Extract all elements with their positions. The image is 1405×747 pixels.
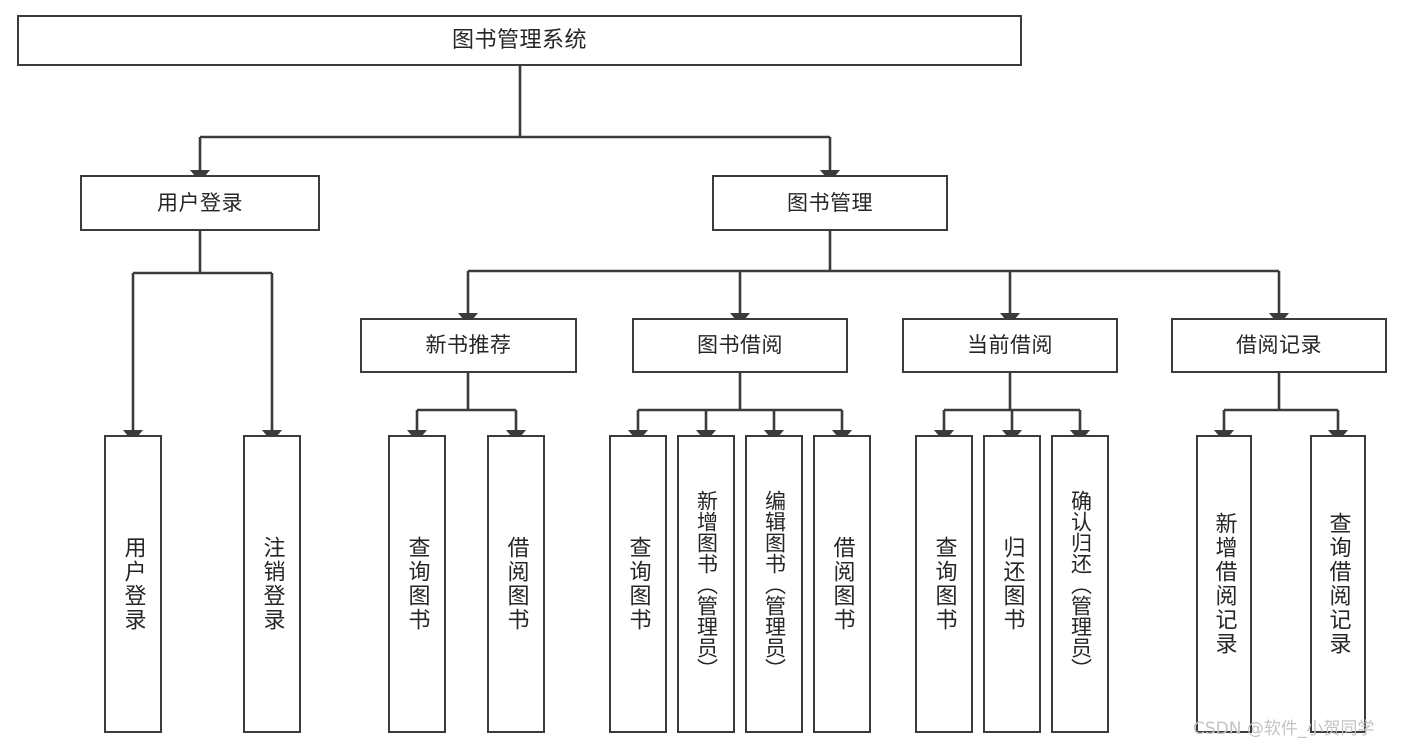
node-label: 查询图书 xyxy=(931,536,957,632)
node-leaf-add_record[interactable]: 新增借阅记录 xyxy=(1196,435,1252,733)
node-label: 当前借阅 xyxy=(967,333,1053,358)
node-label: 借阅图书 xyxy=(829,536,855,632)
node-label: 注销登录 xyxy=(259,536,285,632)
node-label: 图书管理 xyxy=(787,190,873,215)
node-label: 新书推荐 xyxy=(425,333,512,358)
node-label: 新增借阅记录 xyxy=(1211,512,1237,656)
node-leaf-query_record[interactable]: 查询借阅记录 xyxy=(1310,435,1366,733)
node-label: 查询图书 xyxy=(404,536,430,632)
node-leaf-rec_query_book[interactable]: 查询图书 xyxy=(388,435,446,733)
node-label: 图书管理系统 xyxy=(451,27,587,53)
node-label: 借阅图书 xyxy=(503,536,529,632)
node-leaf-edit_book_admin[interactable]: 编辑图书（管理员） xyxy=(745,435,803,733)
node-l1-book_manage[interactable]: 图书管理 xyxy=(712,175,948,231)
node-label: 图书借阅 xyxy=(697,333,783,358)
node-leaf-borrow_query_book[interactable]: 查询图书 xyxy=(609,435,667,733)
node-label: 归还图书 xyxy=(999,536,1025,632)
node-leaf-logout_user[interactable]: 注销登录 xyxy=(243,435,301,733)
node-leaf-borrow_book[interactable]: 借阅图书 xyxy=(813,435,871,733)
node-l2-current_borrow[interactable]: 当前借阅 xyxy=(902,318,1118,373)
node-label: 用户登录 xyxy=(120,536,146,632)
node-label: 查询借阅记录 xyxy=(1325,512,1351,656)
node-label: 用户登录 xyxy=(157,190,243,215)
node-leaf-cur_query_book[interactable]: 查询图书 xyxy=(915,435,973,733)
node-leaf-confirm_return[interactable]: 确认归还（管理员） xyxy=(1051,435,1109,733)
node-leaf-login_user[interactable]: 用户登录 xyxy=(104,435,162,733)
node-label: 借阅记录 xyxy=(1236,333,1322,358)
node-l2-book_borrow[interactable]: 图书借阅 xyxy=(632,318,848,373)
node-label: 查询图书 xyxy=(625,536,651,632)
node-root-root[interactable]: 图书管理系统 xyxy=(17,15,1022,66)
node-l1-user_login[interactable]: 用户登录 xyxy=(80,175,320,231)
node-l2-new_book_rec[interactable]: 新书推荐 xyxy=(360,318,577,373)
node-label: 新增图书（管理员） xyxy=(694,489,719,679)
node-l2-borrow_record[interactable]: 借阅记录 xyxy=(1171,318,1387,373)
node-leaf-rec_borrow_book[interactable]: 借阅图书 xyxy=(487,435,545,733)
node-leaf-add_book_admin[interactable]: 新增图书（管理员） xyxy=(677,435,735,733)
node-leaf-return_book[interactable]: 归还图书 xyxy=(983,435,1041,733)
csdn-watermark: CSDN @软件_小贺同学 xyxy=(1193,719,1375,739)
node-label: 编辑图书（管理员） xyxy=(762,489,787,679)
node-label: 确认归还（管理员） xyxy=(1068,489,1093,679)
